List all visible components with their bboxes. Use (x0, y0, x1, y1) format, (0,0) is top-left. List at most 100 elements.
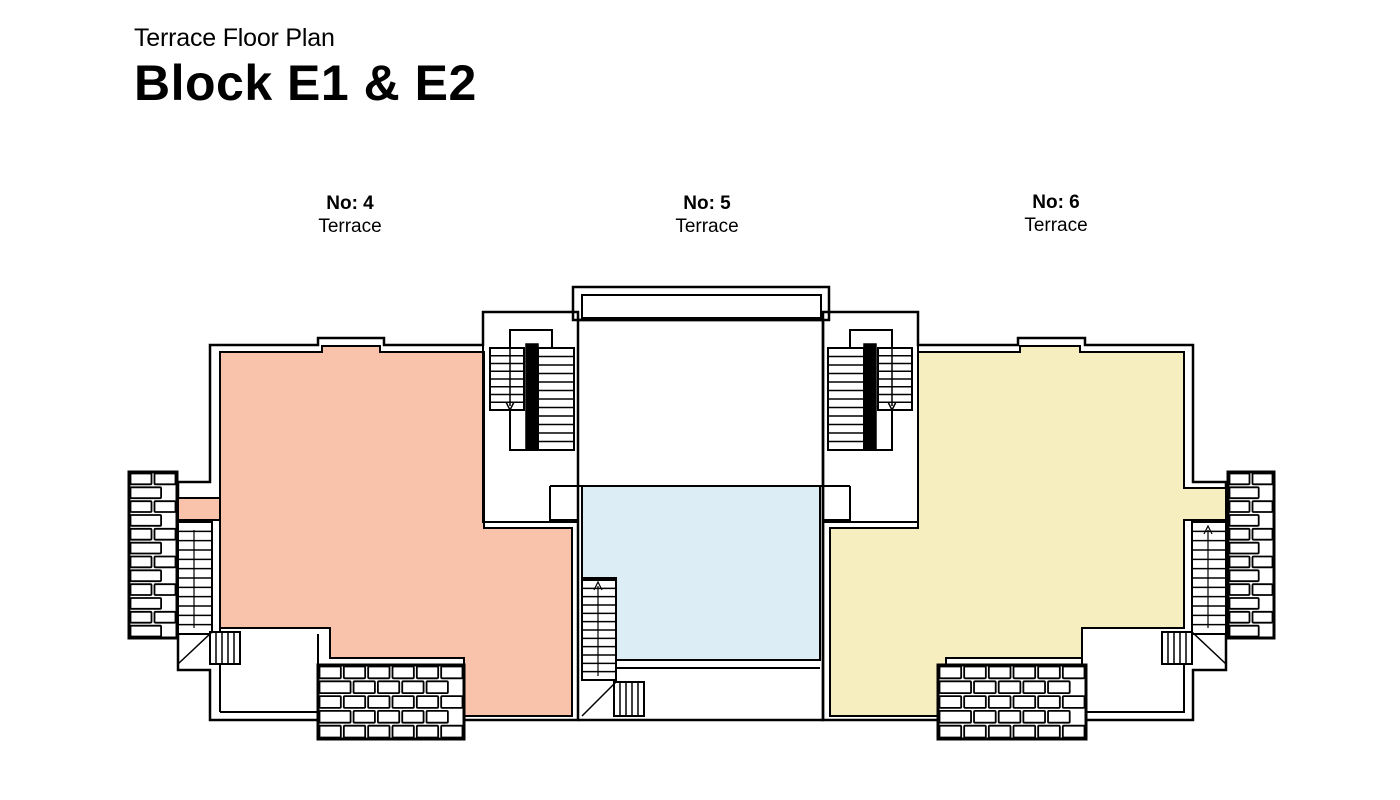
right-stair-well (823, 312, 919, 523)
stone-block (440, 724, 464, 739)
stone-block (129, 527, 153, 541)
stone-block (1228, 569, 1260, 583)
stone-block (1012, 724, 1037, 739)
unit-5-terrace-area (581, 485, 821, 661)
stone-block (938, 680, 972, 694)
stone-block (318, 695, 342, 709)
left-stair-well (482, 312, 578, 523)
stone-block (987, 695, 1012, 709)
plan-subtitle: Terrace Floor Plan (134, 24, 335, 52)
stone-wall-frame (127, 470, 179, 640)
stone-block (1228, 527, 1251, 541)
stone-block (440, 665, 464, 680)
stone-block (1037, 695, 1061, 709)
unit-number: No: 5 (683, 193, 731, 214)
stone-block (129, 610, 153, 624)
stone-block (376, 680, 401, 694)
stone-block (415, 724, 440, 739)
inner-walls (219, 294, 1185, 716)
stone-block (129, 624, 163, 638)
stone-block (1251, 472, 1274, 486)
stone-block (938, 724, 963, 739)
left-side-stair (177, 521, 241, 665)
stair-frame (613, 681, 645, 717)
stone-block (153, 527, 177, 541)
stone-block (1228, 541, 1260, 555)
stone-block (342, 665, 367, 680)
unit-type: Terrace (675, 215, 739, 237)
stair-arrow-head (887, 401, 897, 412)
stone-block (1022, 710, 1046, 724)
stone-block (987, 724, 1012, 739)
stone-block (352, 710, 376, 724)
bottom-left-stone-wall (316, 663, 466, 741)
stair-arrow-head (1203, 524, 1213, 535)
bottom-right-stone-wall (936, 663, 1088, 741)
stone-block (938, 665, 963, 680)
stone-block (318, 680, 352, 694)
stone-block (129, 597, 163, 610)
right-side-stair (1161, 521, 1227, 665)
center-court (549, 485, 851, 521)
stone-block (973, 680, 997, 694)
right-upper-stair (827, 329, 913, 451)
stone-wall-frame (316, 663, 466, 741)
stone-block (129, 514, 163, 527)
stone-block (1047, 680, 1071, 694)
stone-block (1251, 583, 1274, 596)
stair-diagonal (1191, 631, 1227, 665)
stair-arrow-head (593, 580, 603, 591)
stone-wall-frame (936, 663, 1088, 741)
stone-block (391, 665, 415, 680)
stone-block (342, 695, 367, 709)
stone-block (1061, 695, 1086, 709)
stone-block (1061, 665, 1086, 680)
stone-block (129, 486, 163, 500)
unit-label-4: No: 4 Terrace (250, 193, 450, 239)
stone-block (391, 724, 415, 739)
unit-label-5: No: 5 Terrace (607, 193, 807, 239)
stone-block (440, 695, 464, 709)
stone-block (415, 695, 440, 709)
stone-block (401, 710, 425, 724)
stone-block (425, 710, 449, 724)
stone-block (1251, 500, 1274, 513)
stone-block (153, 555, 177, 569)
stone-block (318, 724, 342, 739)
stone-block (318, 665, 342, 680)
unit-number: No: 6 (1032, 192, 1080, 213)
stone-block (129, 569, 163, 583)
plan-title: Block E1 & E2 (134, 55, 477, 111)
unit-number: No: 4 (326, 193, 374, 214)
stone-block (129, 472, 153, 486)
stone-block (1012, 695, 1037, 709)
center-stair (581, 579, 645, 717)
stone-block (1037, 724, 1061, 739)
stone-block (1047, 710, 1071, 724)
stone-block (1037, 665, 1061, 680)
stone-block (153, 472, 177, 486)
stone-block (1251, 527, 1274, 541)
stair-frame (1161, 631, 1193, 665)
stone-block (1228, 500, 1251, 513)
stone-block (1228, 610, 1251, 624)
stone-block (1228, 472, 1251, 486)
left-stone-wall (127, 470, 179, 640)
stone-block (129, 555, 153, 569)
stone-block (938, 695, 963, 709)
stone-block (401, 680, 425, 694)
stair-diagonal (581, 681, 617, 717)
stone-block (376, 710, 401, 724)
unit-type: Terrace (318, 215, 382, 237)
stone-block (352, 680, 376, 694)
stone-block (391, 695, 415, 709)
center-block-outer-wall (571, 285, 831, 322)
stone-block (938, 710, 972, 724)
stone-block (153, 583, 177, 596)
center-bottom-room (615, 667, 820, 716)
stone-block (367, 695, 391, 709)
right-stone-wall (1226, 470, 1276, 640)
stone-block (1022, 680, 1046, 694)
unit-type: Terrace (1024, 214, 1088, 236)
